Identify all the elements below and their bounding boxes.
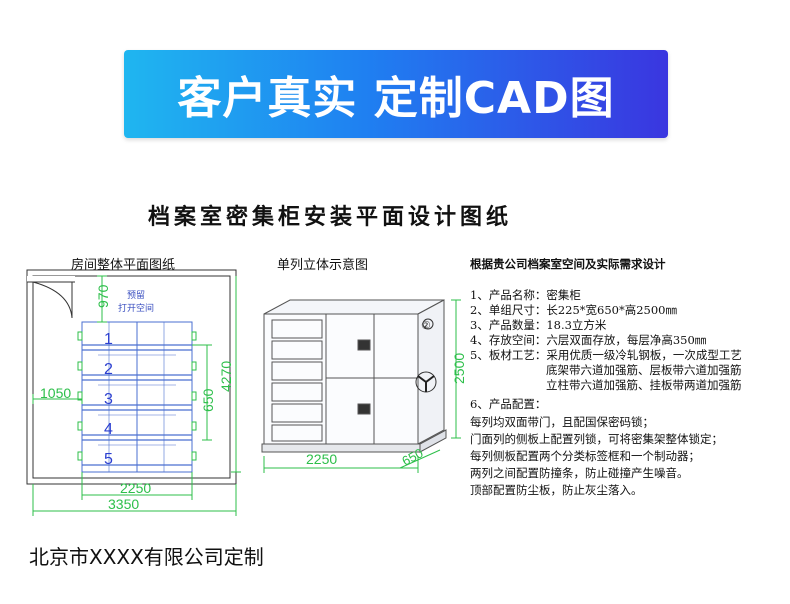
cabinet-elevation	[261, 299, 447, 453]
spec-line: 顶部配置防尘板，防止灰尘落入。	[470, 483, 643, 497]
reserved-label: 预留	[127, 289, 145, 300]
plan-dim-970: 970	[95, 284, 111, 308]
column-number: 5	[104, 451, 113, 468]
plan-dimensions	[32, 275, 241, 516]
spec-line: 两列之间配置防撞条，防止碰撞产生噪音。	[470, 466, 689, 480]
spec-line: 每列均双面带门，且配国保密码锁；	[470, 415, 654, 429]
company-footer: 北京市XXXX有限公司定制	[29, 545, 264, 569]
column-number: 3	[104, 391, 113, 408]
banner-title: 客户真实 定制CAD图	[177, 73, 615, 124]
spec-line: 6、产品配置：	[470, 397, 547, 411]
spec-line: 底架带六道加强筋、层板带六道加强筋	[546, 363, 742, 377]
open-space-label: 打开空间	[118, 302, 154, 313]
column-numbers: 1 2 3 4 5	[104, 331, 113, 468]
spec-line: 2、单组尺寸：长225*宽650*高2500㎜	[470, 303, 677, 317]
column-number: 1	[104, 331, 113, 348]
plan-dim-650: 650	[200, 388, 216, 412]
elevation-label: 单列立体示意图	[277, 258, 369, 273]
title-banner: 客户真实 定制CAD图	[124, 50, 668, 138]
spec-line: 门面列的侧板上配置列锁，可将密集架整体锁定；	[470, 432, 723, 446]
spec-line: 每列侧板配置两个分类标签框和一个制动器；	[470, 449, 700, 463]
plan-dim-3350: 3350	[108, 496, 139, 512]
drawing-title: 档案室密集柜安装平面设计图纸	[148, 204, 513, 230]
plan-dim-1050: 1050	[40, 385, 71, 401]
column-number: 2	[104, 361, 113, 378]
spec-heading: 根据贵公司档案室空间及实际需求设计	[470, 257, 666, 271]
spec-line: 5、板材工艺：采用优质一级冷轧钢板，一次成型工艺	[470, 348, 742, 362]
circle-number: ②	[421, 320, 431, 332]
plan-label: 房间整体平面图纸	[71, 258, 176, 273]
column-number: 4	[104, 421, 113, 438]
spec-line: 4、存放空间：六层双面存放，每层净高350㎜	[470, 333, 707, 347]
spec-line: 1、产品名称：密集柜	[470, 288, 581, 302]
elev-dim-2250: 2250	[306, 451, 337, 467]
elev-dim-2500: 2500	[451, 353, 467, 384]
elevation-dimensions	[263, 299, 461, 473]
plan-dim-2250: 2250	[120, 480, 151, 496]
spec-line: 立柱带六道加强筋、挂板带两道加强筋	[546, 378, 742, 392]
plan-dim-4270: 4270	[218, 361, 234, 392]
spec-line: 3、产品数量：18.3立方米	[470, 318, 607, 332]
